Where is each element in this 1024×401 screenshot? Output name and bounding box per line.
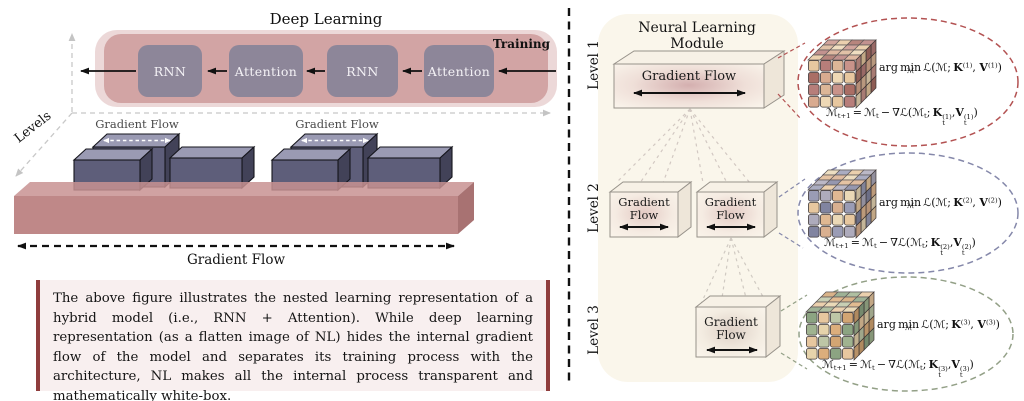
level-1-label: Level 1 [586,40,602,90]
module-box-label-l2b: Gradient Flow [704,195,757,222]
level-2-label: Level 2 [586,183,602,233]
gradient-flow-cluster-label-2: Gradient Flow [295,117,379,131]
gradient-flow-cluster-label-1: Gradient Flow [95,117,179,131]
training-label: Training [492,37,550,51]
connector-level-3 [780,294,808,370]
figure-caption: The above figure illustrates the nested … [36,280,550,401]
level-3-label: Level 3 [586,305,602,355]
flattened-model-slab [14,182,474,234]
formula-update-level-2: ℳt+1 = ℳt − ∇ℒ(ℳt; K(2)t,V(2)t) [824,236,976,257]
chain-block-rnn-1: RNN [153,63,187,79]
neural-module-title: Neural Learning Module [638,20,756,52]
formula-update-level-1: ℳt+1 = ℳt − ∇ℒ(ℳt; K(1)t,V(1)t) [826,106,978,127]
memory-cube-level-3 [805,291,875,361]
chain-blocks [138,45,494,97]
module-box-label-l2a: Gradient Flow [618,195,670,222]
ellipse-level-2 [797,152,1019,274]
fan-lines-l2-l3 [699,237,769,307]
module-box-label-l1: Gradient Flow [641,69,737,84]
connector-level-2 [778,178,806,249]
gradient-flow-boxes-3d [72,132,454,192]
formula-update-level-3: ℳt+1 = ℳt − ∇ℒ(ℳt; K(3)t,V(3)t) [822,358,974,379]
axes [15,33,551,177]
ellipse-level-1 [797,17,1019,147]
connector-level-1 [777,42,806,120]
module-box-label-l3: Gradient Flow [704,315,758,343]
chain-block-attention-1: Attention [234,63,298,79]
memory-cube-level-1 [807,39,877,109]
gradient-flow-bottom-label: Gradient Flow [186,252,285,268]
chain-block-attention-2: Attention [427,63,491,79]
memory-cube-level-2 [807,169,877,239]
deep-learning-title: Deep Learning [269,10,383,28]
chain-block-rnn-2: RNN [346,63,379,79]
module-gradient-arrows [619,89,758,354]
fan-lines-l1-l2 [615,108,751,184]
ellipse-level-3 [798,276,1014,392]
